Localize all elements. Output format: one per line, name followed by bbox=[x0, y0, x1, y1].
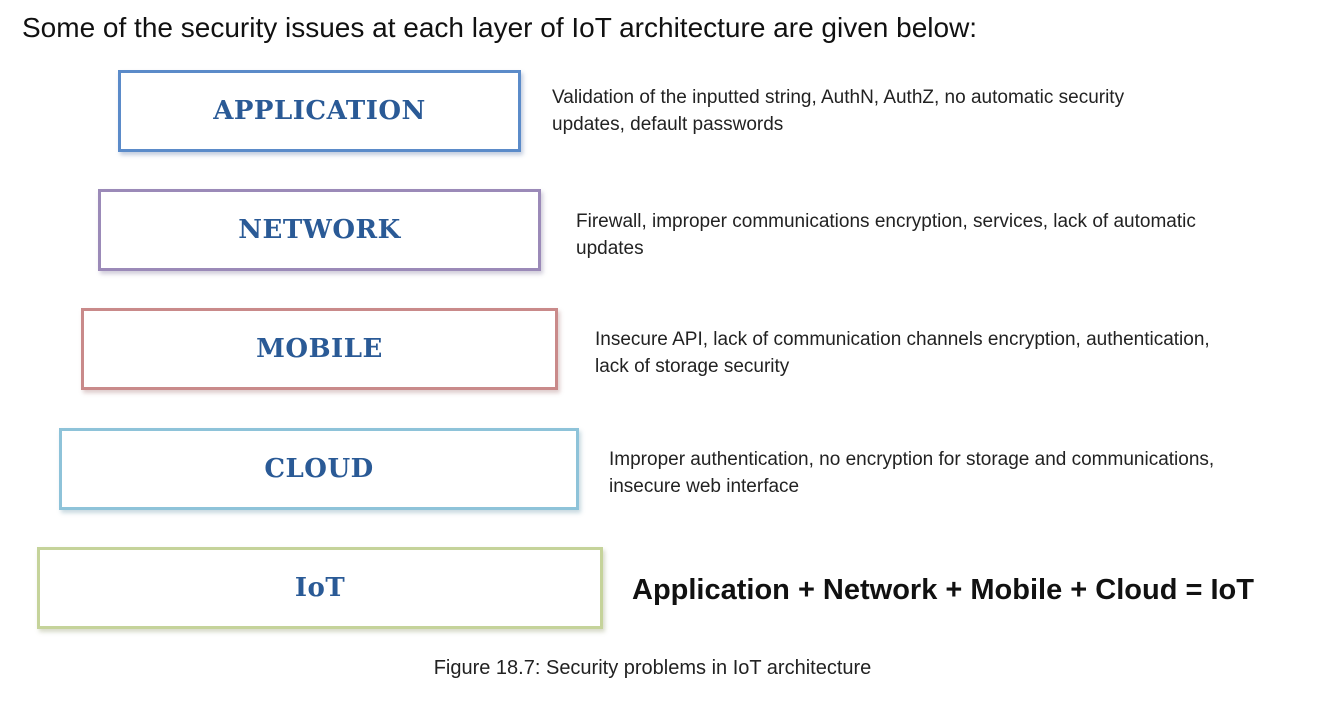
layer-cloud-issues: Improper authentication, no encryption f… bbox=[609, 446, 1214, 500]
issues-line: insecure web interface bbox=[609, 476, 800, 497]
issues-line: Improper authentication, no encryption f… bbox=[609, 449, 1215, 470]
layer-mobile-box: MOBILE bbox=[81, 308, 558, 390]
layer-cloud-box: CLOUD bbox=[59, 428, 579, 510]
layer-cloud-label: CLOUD bbox=[264, 454, 374, 484]
layer-network-label: NETWORK bbox=[238, 215, 401, 245]
layer-mobile-issues: Insecure API, lack of communication chan… bbox=[595, 326, 1210, 380]
issues-line: updates bbox=[576, 238, 644, 259]
issues-line: lack of storage security bbox=[595, 356, 790, 377]
issues-line: updates, default passwords bbox=[552, 114, 784, 135]
intro-text: Some of the security issues at each laye… bbox=[22, 12, 978, 43]
iot-equation: Application + Network + Mobile + Cloud =… bbox=[632, 574, 1254, 606]
layer-mobile-label: MOBILE bbox=[256, 334, 383, 364]
layer-application-box: APPLICATION bbox=[118, 70, 521, 152]
figure-caption: Figure 18.7: Security problems in IoT ar… bbox=[433, 657, 872, 679]
issues-line: Insecure API, lack of communication chan… bbox=[595, 329, 1210, 350]
issues-line: Validation of the inputted string, AuthN… bbox=[552, 87, 1125, 108]
layer-application-issues: Validation of the inputted string, AuthN… bbox=[552, 84, 1124, 138]
layer-network-box: NETWORK bbox=[98, 189, 541, 271]
issues-line: Firewall, improper communications encryp… bbox=[576, 211, 1196, 232]
layer-iot-box: IoT bbox=[37, 547, 603, 629]
layer-iot-label: IoT bbox=[294, 573, 346, 603]
layer-application-label: APPLICATION bbox=[213, 96, 426, 126]
layer-network-issues: Firewall, improper communications encryp… bbox=[576, 208, 1196, 262]
